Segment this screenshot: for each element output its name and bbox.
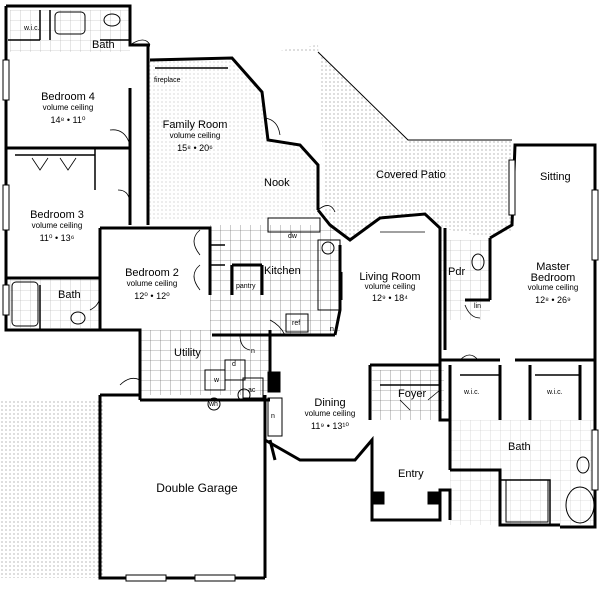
nook-label: Nook xyxy=(264,177,290,189)
bedroom3-ceiling: volume ceiling xyxy=(32,221,83,230)
lin-label: lin xyxy=(474,303,481,310)
bedroom2-ceiling: volume ceiling xyxy=(127,279,178,288)
master-bath-label: Bath xyxy=(508,441,531,453)
room-labels: w.i.c. Bath Bedroom 4 volume ceiling 14⁸… xyxy=(23,25,578,495)
foyer-tile xyxy=(372,370,444,420)
bedroom3-dims: 11⁰ • 13⁶ xyxy=(40,233,75,243)
n-kitchen-label: n xyxy=(330,326,334,333)
family-room-floor xyxy=(148,58,318,220)
n-dining-label: n xyxy=(271,413,275,420)
bath-top-tile xyxy=(10,10,130,52)
utility-label: Utility xyxy=(174,347,201,359)
family-room-ceiling: volume ceiling xyxy=(170,131,221,140)
bath-left-label: Bath xyxy=(58,289,81,301)
tub-master xyxy=(565,486,595,524)
wic-top-label: w.i.c. xyxy=(23,25,40,32)
fireplace-label: fireplace xyxy=(154,77,181,84)
family-room-name: Family Room xyxy=(163,119,228,131)
w-label: w xyxy=(213,377,220,384)
dining-ceiling: volume ceiling xyxy=(305,409,356,418)
bedroom4-name: Bedroom 4 xyxy=(41,91,95,103)
door-swings xyxy=(31,39,481,411)
pantry-label: pantry xyxy=(236,283,256,290)
toilet-master xyxy=(576,456,590,474)
dining-dims: 11⁹ • 13¹⁰ xyxy=(311,421,349,431)
family-room-dims: 15⁸ • 20⁶ xyxy=(177,143,213,153)
master-bedroom-dims: 12⁸ • 26⁹ xyxy=(535,295,571,305)
garage-label: Double Garage xyxy=(156,481,238,495)
d-label: d xyxy=(232,361,236,368)
ac-label: ac xyxy=(248,387,256,394)
covered-patio-label: Covered Patio xyxy=(376,169,446,181)
ref-label: ref xyxy=(292,320,300,327)
entry-label: Entry xyxy=(398,468,424,480)
windows xyxy=(2,59,599,582)
bedroom2-dims: 12⁰ • 12⁰ xyxy=(134,291,170,301)
bedroom3-name: Bedroom 3 xyxy=(30,209,84,221)
toilet-left xyxy=(70,311,86,325)
n-utility-label: n xyxy=(251,348,255,355)
toilet-top xyxy=(103,13,121,27)
pdr-tile xyxy=(440,240,490,320)
sitting-label: Sitting xyxy=(540,171,571,183)
master-bedroom-name: Master xyxy=(536,261,570,273)
bath-left-tile xyxy=(10,278,100,328)
living-room-ceiling: volume ceiling xyxy=(365,282,416,291)
wic-right-label: w.i.c. xyxy=(546,389,563,396)
sink-pdr xyxy=(471,253,485,271)
wic-left-label: w.i.c. xyxy=(463,389,480,396)
kitchen-label: Kitchen xyxy=(264,265,301,277)
kitchen-tile xyxy=(210,225,340,335)
living-room-name: Living Room xyxy=(359,271,420,283)
master-bath-tile xyxy=(450,420,595,525)
bedroom2-name: Bedroom 2 xyxy=(125,267,179,279)
dw-label: dw xyxy=(288,233,298,240)
pdr-label: Pdr xyxy=(448,266,465,278)
dining-name: Dining xyxy=(314,397,345,409)
master-bedroom-name-2: Bedroom xyxy=(531,272,576,284)
foyer-label: Foyer xyxy=(398,388,426,400)
living-room-dims: 12⁹ • 18⁴ xyxy=(372,293,408,303)
fixtures xyxy=(11,11,595,524)
covered-patio-outline xyxy=(317,51,512,141)
covered-patio-area xyxy=(270,45,512,240)
bedroom4-ceiling: volume ceiling xyxy=(43,103,94,112)
master-bedroom-ceiling: volume ceiling xyxy=(528,283,579,292)
wh-label: wh xyxy=(208,401,218,408)
bedroom4-dims: 14⁸ • 11⁰ xyxy=(51,115,86,125)
bath-top-label: Bath xyxy=(92,39,115,51)
garage-side-patio xyxy=(0,400,104,578)
